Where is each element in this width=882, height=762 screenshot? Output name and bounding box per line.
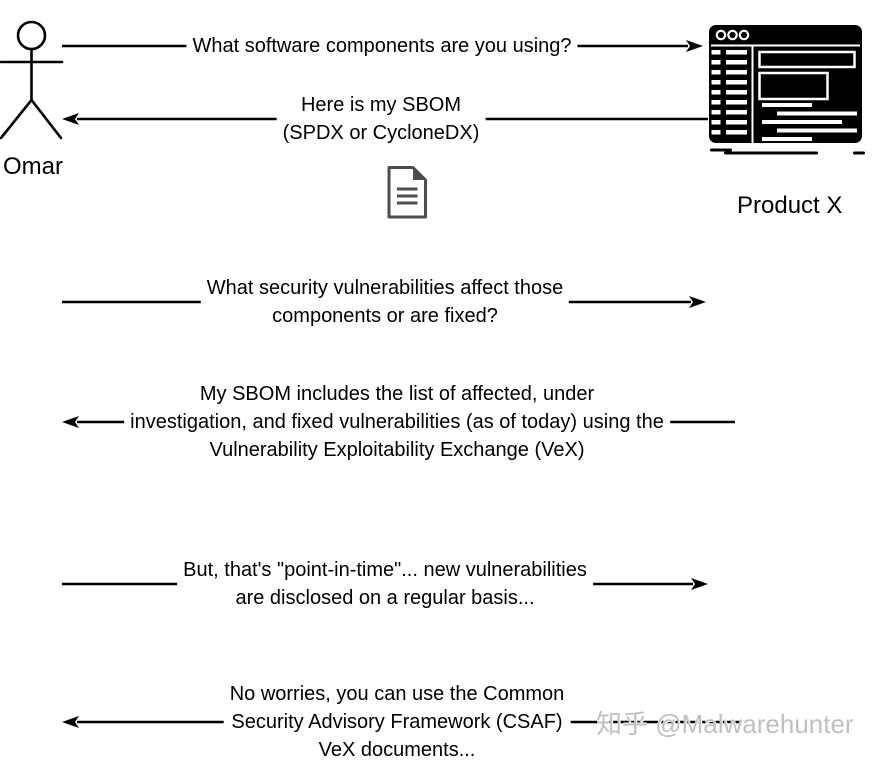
arrowhead-right-icon [689,296,706,308]
message-4: My SBOM includes the list of affected, u… [124,380,670,464]
message-line: components or are fixed? [272,305,498,327]
message-line: VeX documents... [318,739,476,761]
search-bar-shape [758,50,856,69]
arrowhead-right-icon [686,40,703,52]
stick-figure-icon [0,20,64,140]
document-fold-corner [413,167,426,180]
arrowhead-left-icon [62,416,79,428]
actor-label-product-x: Product X [737,192,843,219]
message-line: Vulnerability Exploitability Exchange (V… [209,439,585,461]
stick-figure-left-leg [0,98,33,140]
message-5: But, that's "point-in-time"... new vulne… [177,556,593,612]
stick-figure-right-leg [30,98,63,140]
watermark: 知乎 @Malwarehunter [596,709,854,739]
document-icon [387,166,427,219]
message-line: What security vulnerabilities affect tho… [206,277,564,299]
message-1: What software components are you using? [186,32,578,60]
actor-label-omar: Omar [3,153,63,180]
document-text-lines [397,187,418,205]
message-line: No worries, you can use the Common [229,683,565,705]
titlebar-divider [711,44,860,47]
message-3: What security vulnerabilities affect tho… [200,274,570,330]
content-text-lines [762,103,857,141]
arrowhead-left-icon [62,716,79,728]
message-line: Here is my SBOM [300,94,462,116]
message-line: What software components are you using? [192,35,572,57]
message-line: My SBOM includes the list of affected, u… [199,383,595,405]
message-2: Here is my SBOM (SPDX or CycloneDX) [276,91,486,147]
content-box-shape [758,71,829,101]
message-6: No worries, you can use the Common Secur… [223,680,571,762]
sidebar-divider [751,44,754,143]
stick-figure-head [16,20,47,51]
message-line: are disclosed on a regular basis... [235,587,535,609]
sidebar-menu-lines [711,50,747,135]
window-shadow-lines [710,148,865,155]
message-line: Security Advisory Framework (CSAF) [231,711,563,733]
browser-window-icon [709,25,865,155]
message-line: (SPDX or CycloneDX) [282,122,480,144]
message-line: investigation, and fixed vulnerabilities… [130,411,664,433]
traffic-lights-icon [715,29,750,41]
message-line: But, that's "point-in-time"... new vulne… [183,559,587,581]
arrowhead-right-icon [691,578,708,590]
arrowhead-left-icon [62,113,79,125]
